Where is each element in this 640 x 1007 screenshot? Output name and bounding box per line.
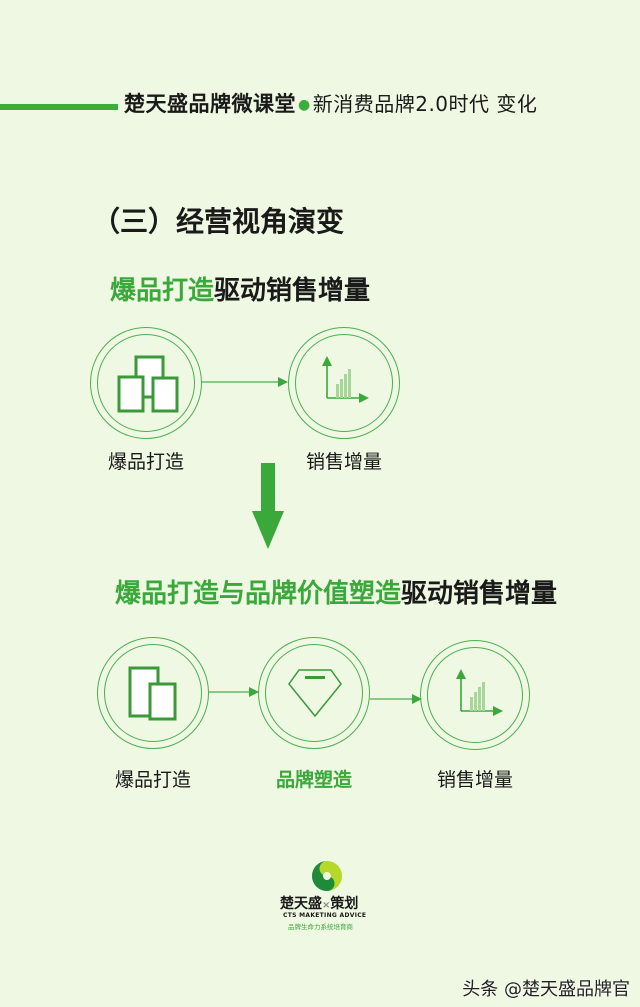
diamond-icon	[288, 669, 342, 718]
header-accent-bar	[0, 104, 118, 110]
flow1-heading-highlight: 爆品打造	[110, 276, 215, 306]
flow1-node-products	[90, 327, 202, 439]
flow2-node-brand-label: 品牌塑造	[275, 769, 352, 791]
flow1-node-sales	[288, 327, 400, 439]
flow2-node-products	[97, 637, 209, 749]
products-icon	[128, 666, 177, 721]
connector-arrow-icon	[202, 377, 288, 387]
company-logo: 楚天盛×策划 CTS MAKETING ADVICE 品牌生命力系统培育商	[270, 860, 380, 931]
flow2-heading-rest: 驱动销售增量	[401, 579, 558, 609]
bullet-dot-icon: ●	[298, 97, 311, 113]
connector-arrow-icon	[370, 694, 422, 704]
header-brand: 楚天盛品牌微课堂	[124, 92, 296, 116]
flow2-node-products-label: 爆品打造	[114, 769, 191, 791]
connector-arrow-icon	[209, 687, 259, 697]
products-icon	[117, 355, 179, 413]
growth-chart-icon	[322, 356, 369, 403]
logo-mark-icon	[312, 861, 342, 891]
growth-chart-icon	[456, 669, 503, 716]
logo-name: 楚天盛×策划	[280, 896, 359, 912]
header-title: 楚天盛品牌微课堂●新消费品牌2.0时代 变化	[124, 88, 537, 118]
flow2-node-sales-label: 销售增量	[436, 769, 513, 791]
logo-tagline: 品牌生命力系统培育商	[288, 923, 353, 931]
watermark: 头条 @楚天盛品牌官	[462, 979, 630, 1000]
flow1-node-sales-label: 销售增量	[305, 451, 382, 473]
flow2-heading: 爆品打造与品牌价值塑造驱动销售增量	[115, 573, 557, 610]
flow1-node-products-label: 爆品打造	[107, 451, 184, 473]
down-arrow-icon	[252, 463, 284, 549]
flow1-heading: 爆品打造驱动销售增量	[110, 270, 370, 307]
logo-separator-icon: ×	[322, 900, 331, 911]
flow2-node-sales	[420, 640, 530, 750]
flow1-heading-rest: 驱动销售增量	[214, 276, 371, 306]
flow2-heading-highlight: 爆品打造与品牌价值塑造	[115, 579, 402, 609]
logo-english: CTS MAKETING ADVICE	[283, 912, 367, 919]
header-subtitle: 新消费品牌2.0时代 变化	[312, 92, 538, 116]
section-title: （三）经营视角演变	[92, 205, 345, 238]
flow2-node-brand	[258, 637, 370, 749]
